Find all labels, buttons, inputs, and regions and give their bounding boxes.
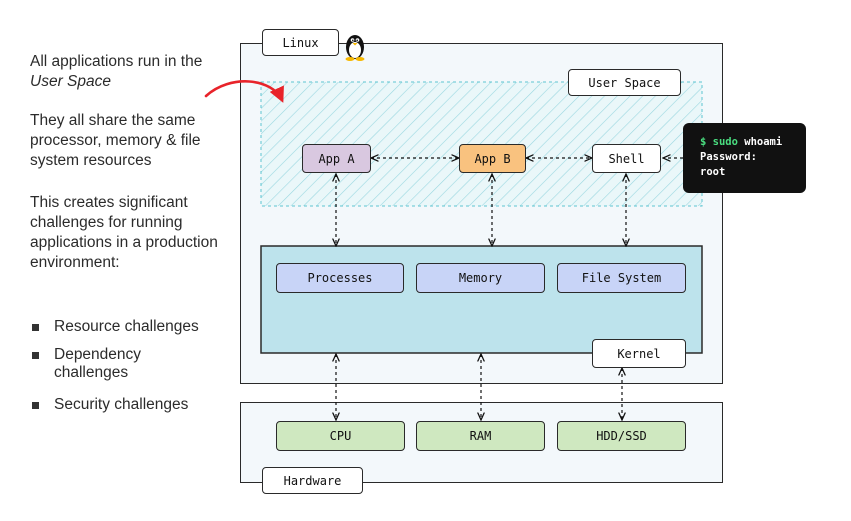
challenges-text: This creates significant challenges for …	[30, 194, 218, 271]
challenges-paragraph: This creates significant challenges for …	[30, 193, 220, 273]
hardware-label: Hardware	[262, 467, 363, 494]
app-a-node: App A	[302, 144, 371, 173]
user-space-label: User Space	[568, 69, 681, 96]
kernel-label: Kernel	[592, 339, 686, 368]
terminal-line-2: Password:	[700, 151, 757, 163]
processes-node: Processes	[276, 263, 404, 293]
shell-node: Shell	[592, 144, 661, 173]
list-item: Dependency challenges	[30, 346, 164, 382]
list-item: Security challenges	[30, 396, 230, 414]
terminal-prompt: $ sudo	[700, 136, 738, 148]
intro-text: All applications run in the	[30, 53, 203, 70]
linux-label: Linux	[262, 29, 339, 56]
terminal-command: whoami	[737, 136, 783, 148]
shared-text: They all share the same processor, memor…	[30, 112, 201, 169]
terminal-window: $ sudo whoami Password: root	[683, 123, 806, 193]
hdd-ssd-node: HDD/SSD	[557, 421, 686, 451]
list-item: Resource challenges	[30, 318, 230, 336]
curved-arrow-icon	[204, 80, 284, 103]
tux-penguin-icon	[345, 35, 365, 61]
intro-paragraph: All applications run in the User Space	[30, 52, 220, 92]
memory-node: Memory	[416, 263, 545, 293]
terminal-line-3: root	[700, 166, 726, 178]
file-system-node: File System	[557, 263, 686, 293]
cpu-node: CPU	[276, 421, 405, 451]
ram-node: RAM	[416, 421, 545, 451]
shared-resources-paragraph: They all share the same processor, memor…	[30, 111, 220, 171]
intro-emphasis: User Space	[30, 73, 111, 90]
app-b-node: App B	[459, 144, 526, 173]
terminal-line-1: $ sudo whoami	[700, 135, 806, 150]
challenge-list: Resource challenges Dependency challenge…	[30, 318, 230, 424]
